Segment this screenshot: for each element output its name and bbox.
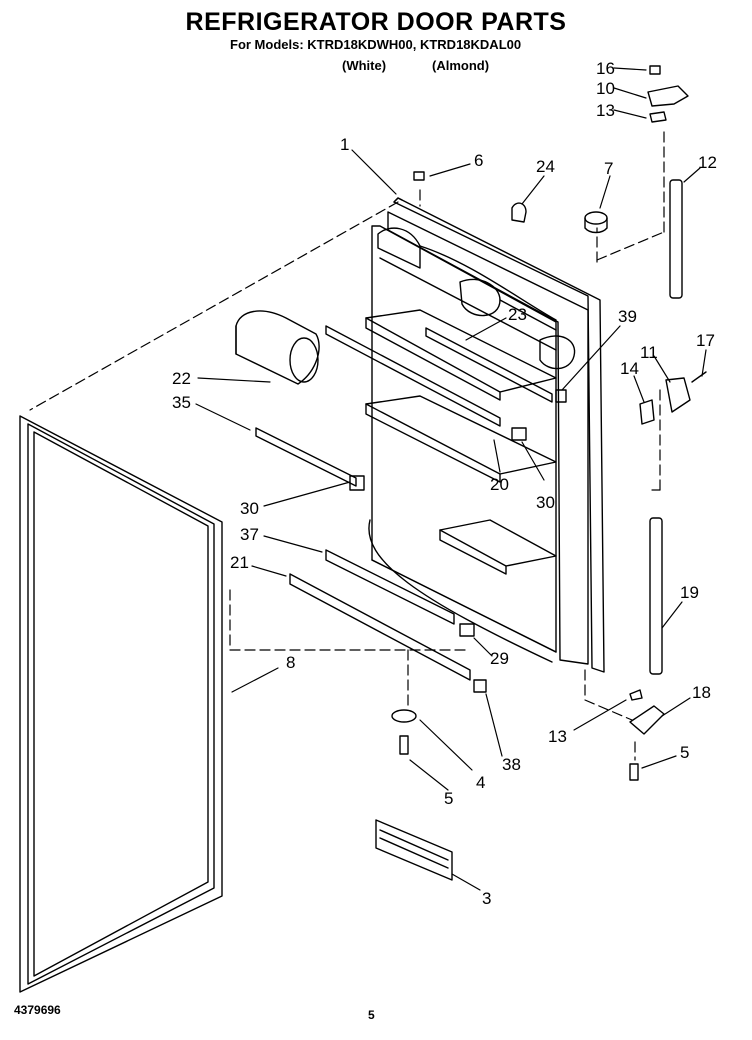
callout-39: 39: [618, 307, 637, 326]
callout-24: 24: [536, 157, 555, 176]
document-number: 4379696: [14, 1003, 61, 1017]
callout-38: 38: [502, 755, 521, 774]
callout-5-left: 5: [444, 789, 453, 808]
callout-13-bottom: 13: [548, 727, 567, 746]
callout-1: 1: [340, 135, 349, 154]
page-number: 5: [368, 1008, 375, 1022]
callout-labels: 16 10 13 1 6 24 7 12 23 39 22 35 11 17 1…: [172, 59, 717, 908]
callout-3: 3: [482, 889, 491, 908]
callout-21: 21: [230, 553, 249, 572]
models-line: For Models: KTRD18KDWH00, KTRD18KDAL00: [230, 37, 522, 52]
kick-plate: [375, 819, 453, 881]
callout-29: 29: [490, 649, 509, 668]
callout-35: 35: [172, 393, 191, 412]
top-hinge: [647, 65, 689, 123]
callout-7: 7: [604, 159, 613, 178]
callout-5-right: 5: [680, 743, 689, 762]
small-parts: [391, 171, 639, 781]
callout-11: 11: [640, 343, 658, 362]
door-shelves: [365, 309, 557, 575]
callout-13-top: 13: [596, 101, 615, 120]
callout-10: 10: [596, 79, 615, 98]
butter-cover: [235, 310, 320, 385]
callout-14: 14: [620, 359, 639, 378]
page-title: REFRIGERATOR DOOR PARTS: [185, 8, 567, 36]
callout-17: 17: [696, 331, 715, 350]
callout-30-right: 30: [536, 493, 555, 512]
callout-12: 12: [698, 153, 717, 172]
callout-23: 23: [508, 305, 527, 324]
door-gasket: [19, 415, 223, 993]
callout-19: 19: [680, 583, 699, 602]
variant-white: (White): [342, 58, 387, 73]
assembly-lines: [29, 129, 665, 761]
callout-16: 16: [596, 59, 615, 78]
callout-30-left: 30: [240, 499, 259, 518]
callout-20: 20: [490, 475, 509, 494]
bottom-hinge: [629, 689, 665, 735]
callout-37: 37: [240, 525, 259, 544]
clips: [349, 389, 567, 693]
vertical-trims: [649, 179, 683, 675]
shelf-bars: [255, 325, 553, 681]
callout-8: 8: [286, 653, 295, 672]
middle-hinge: [639, 371, 707, 425]
callout-22: 22: [172, 369, 191, 388]
callout-4: 4: [476, 773, 485, 792]
leader-arrows: [195, 67, 707, 891]
door-panel: [368, 197, 605, 673]
callout-6: 6: [474, 151, 483, 170]
variant-almond: (Almond): [432, 58, 490, 73]
dairy-compartment: [377, 227, 576, 370]
callout-18: 18: [692, 683, 711, 702]
